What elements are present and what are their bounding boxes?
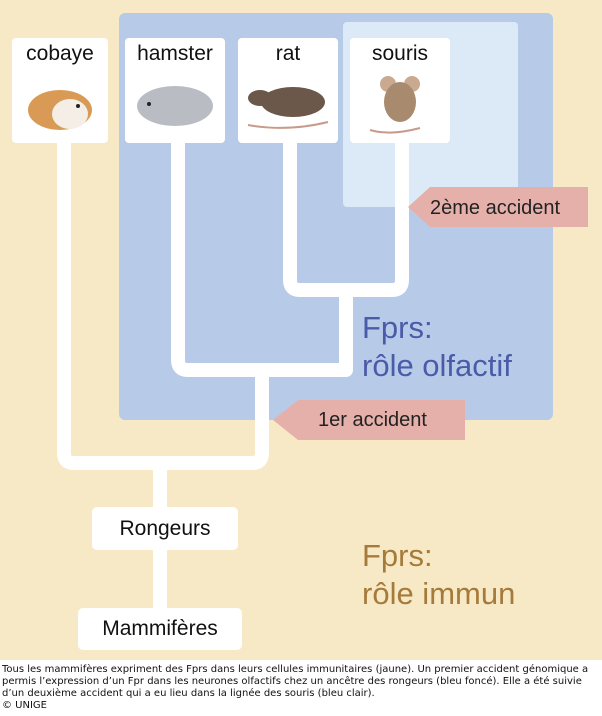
caption: Tous les mammifères expriment des Fprs d…	[2, 664, 602, 712]
species-card-souris: souris	[350, 38, 450, 143]
olfactory-title: Fprs:	[362, 310, 433, 345]
species-label: rat	[275, 42, 301, 65]
caption-text: Tous les mammifères expriment des Fprs d…	[2, 664, 589, 699]
olfactory-role-label: Fprs: rôle olfactif	[362, 309, 512, 385]
second-accident-arrow	[408, 187, 588, 227]
species-label: hamster	[137, 42, 213, 65]
species-label: souris	[371, 42, 429, 65]
mouse-icon	[369, 76, 421, 134]
first-accident-label: 1er accident	[318, 409, 427, 431]
immune-role-label: Fprs: rôle immun	[362, 537, 515, 613]
hamster-icon	[137, 86, 213, 126]
species-card-rat: rat	[238, 38, 338, 143]
node-mammiferes: Mammifères	[78, 608, 242, 650]
first-accident-arrow	[273, 400, 465, 440]
phylogeny-diagram: cobaye hamster rat souris Rongeurs Mammi…	[0, 0, 602, 660]
species-label: cobaye	[26, 42, 94, 65]
species-card-hamster: hamster	[125, 38, 225, 143]
guinea-pig-icon	[28, 90, 92, 130]
immune-title: Fprs:	[362, 538, 433, 573]
immune-role: rôle immun	[362, 576, 516, 611]
node-rongeurs: Rongeurs	[92, 507, 238, 550]
rat-icon	[247, 87, 329, 129]
tree-branches	[57, 140, 409, 610]
species-card-cobaye: cobaye	[12, 38, 108, 143]
copyright: © UNIGE	[2, 700, 47, 711]
second-accident-label: 2ème accident	[430, 197, 561, 219]
olfactory-role: rôle olfactif	[362, 348, 512, 383]
